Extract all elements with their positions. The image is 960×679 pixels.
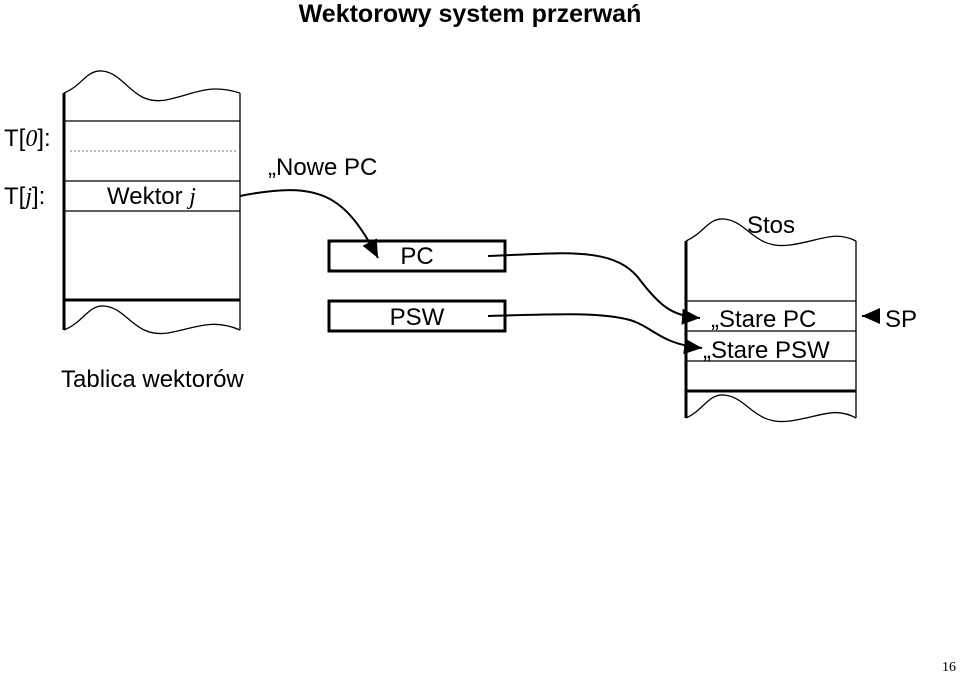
vector-entry: Wektor j [107,183,196,210]
stack-top-wave [685,218,857,247]
psw-register-label: PSW [389,304,445,331]
vector-entry-word: Wektor [107,183,183,210]
arrow-psw-to-stack [487,313,703,355]
stack-pointer-label: SP [885,306,918,333]
stack-bottom-wave [685,394,857,423]
vector-table-bottom-wave [63,305,241,335]
vector-entry-index: j [189,184,196,210]
row-0-label-index: 0 [25,126,38,152]
row-0-label-suffix: ]: [37,125,51,152]
stack-entry-old-pc: „Stare PC [711,306,817,333]
vector-table-top-wave [63,70,241,102]
row-j-label: T[j]: [4,183,46,210]
stack-entry-old-psw: „Stare PSW [703,337,830,364]
row-j-label-prefix: T[ [4,183,26,210]
row-j-label-suffix: ]: [32,183,46,210]
pc-register-label: PC [400,243,434,270]
row-0-label-prefix: T[ [4,125,26,152]
vector-table [62,70,241,335]
page-title: Wektorowy system przerwań [298,0,642,28]
stack-label: Stos [747,212,796,239]
row-0-label: T[0]: [4,125,51,152]
new-pc-label: „Nowe PC [268,154,378,181]
vector-table-caption: Tablica wektorów [61,366,244,393]
stack [684,218,857,423]
arrow-vector-to-pc [239,189,379,259]
row-j-label-index: j [25,184,32,210]
arrow-pc-to-stack [487,252,701,325]
page-number: 16 [942,660,956,675]
